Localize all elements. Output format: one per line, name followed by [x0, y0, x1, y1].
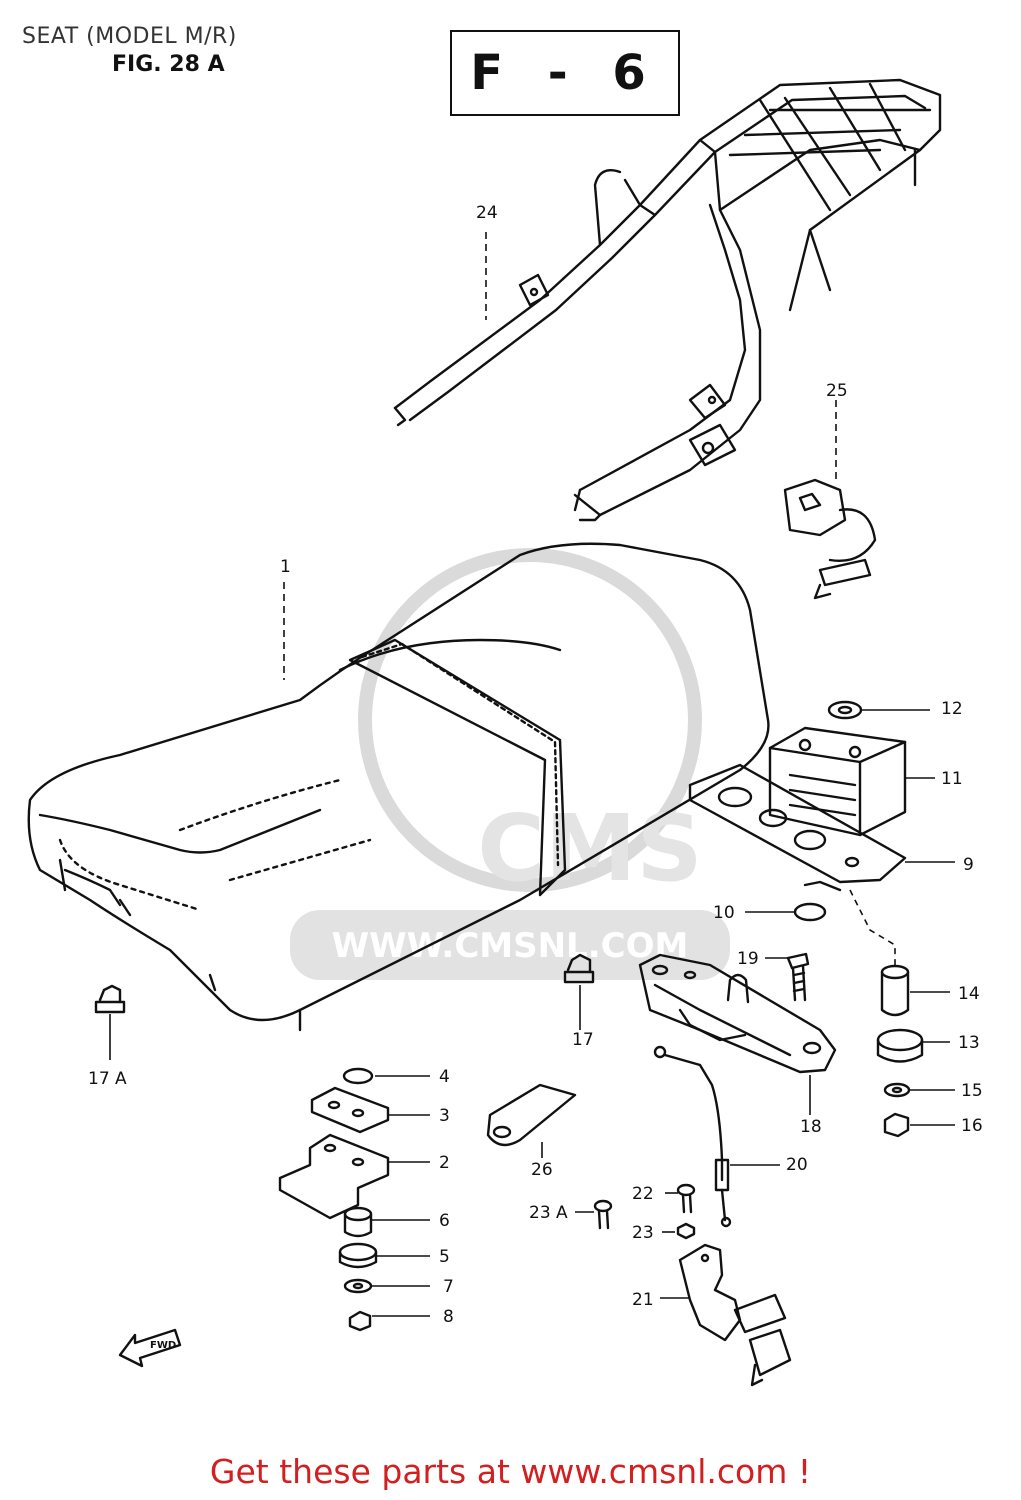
callout-26: 26	[531, 1160, 553, 1180]
callout-12: 12	[941, 699, 963, 719]
part-24-rack	[393, 78, 942, 522]
figure-number: FIG. 28 A	[112, 52, 225, 77]
part-16-nut	[883, 1112, 910, 1138]
part-9-plate	[688, 763, 907, 892]
callout-20: 20	[786, 1155, 808, 1175]
part-20-cable	[653, 1045, 732, 1228]
callout-10: 10	[713, 903, 735, 923]
callout-14: 14	[958, 984, 980, 1004]
part-22-bolt	[676, 1183, 696, 1214]
watermark-circle	[358, 548, 702, 892]
callout-22: 22	[632, 1184, 654, 1204]
diagram-title: SEAT (MODEL M/R)	[22, 24, 237, 49]
part-14-collar	[880, 964, 910, 1017]
part-10-cushion	[793, 902, 827, 922]
figure-code-box: F - 6	[450, 30, 680, 116]
part-17a-cushion	[94, 984, 126, 1014]
part-2-bracket	[278, 1133, 390, 1220]
callout-24: 24	[476, 203, 498, 223]
watermark-banner	[290, 910, 730, 980]
callout-13: 13	[958, 1033, 980, 1053]
watermark-cms: CMS	[477, 795, 702, 902]
part-12-washer	[827, 700, 863, 720]
part-23-nut	[676, 1222, 696, 1240]
part-15-washer	[883, 1082, 911, 1098]
callout-1: 1	[280, 557, 291, 577]
part-17-cushion	[563, 953, 595, 984]
part-25-seat-lock	[783, 478, 877, 600]
part-4-washer	[342, 1067, 374, 1085]
part-3-plate	[310, 1086, 390, 1134]
callout-3: 3	[439, 1106, 450, 1126]
callout-7: 7	[443, 1277, 454, 1297]
callout-9: 9	[963, 855, 974, 875]
callout-2: 2	[439, 1153, 450, 1173]
part-18-bracket	[638, 953, 837, 1074]
callout-23: 23	[632, 1223, 654, 1243]
callout-18: 18	[800, 1117, 822, 1137]
part-7-washer	[343, 1278, 373, 1294]
callout-16: 16	[961, 1116, 983, 1136]
watermark-url: WWW.CMSNL.COM	[332, 926, 689, 966]
fwd-arrow	[118, 1328, 182, 1368]
watermark-logo: WWW.CMSNL.COM CMS	[290, 795, 730, 980]
callout-21: 21	[632, 1290, 654, 1310]
callout-5: 5	[439, 1247, 450, 1267]
callout-11: 11	[941, 769, 963, 789]
part-13-cushion	[876, 1028, 924, 1063]
part-26-bracket	[486, 1083, 577, 1147]
leader-9-14	[849, 889, 896, 965]
part-23a-bolt	[593, 1199, 613, 1230]
part-11-pad	[768, 726, 907, 837]
part-19-bolt	[786, 952, 810, 1002]
part-1-seat	[27, 542, 770, 1032]
callout-19: 19	[737, 949, 759, 969]
callout-6: 6	[439, 1211, 450, 1231]
callout-23a: 23 A	[529, 1203, 568, 1223]
part-5-cushion	[338, 1242, 378, 1269]
callout-17: 17	[572, 1030, 594, 1050]
callout-15: 15	[961, 1081, 983, 1101]
part-21-lock	[678, 1243, 792, 1387]
callout-25: 25	[826, 381, 848, 401]
callout-8: 8	[443, 1307, 454, 1327]
callout-4: 4	[439, 1067, 450, 1087]
footer-link-text[interactable]: Get these parts at www.cmsnl.com !	[209, 1452, 812, 1491]
part-8-nut	[348, 1310, 372, 1332]
fwd-label: FWD	[150, 1340, 176, 1351]
watermark	[358, 548, 702, 892]
callout-17a: 17 A	[88, 1069, 127, 1089]
part-6-collar	[343, 1206, 373, 1238]
